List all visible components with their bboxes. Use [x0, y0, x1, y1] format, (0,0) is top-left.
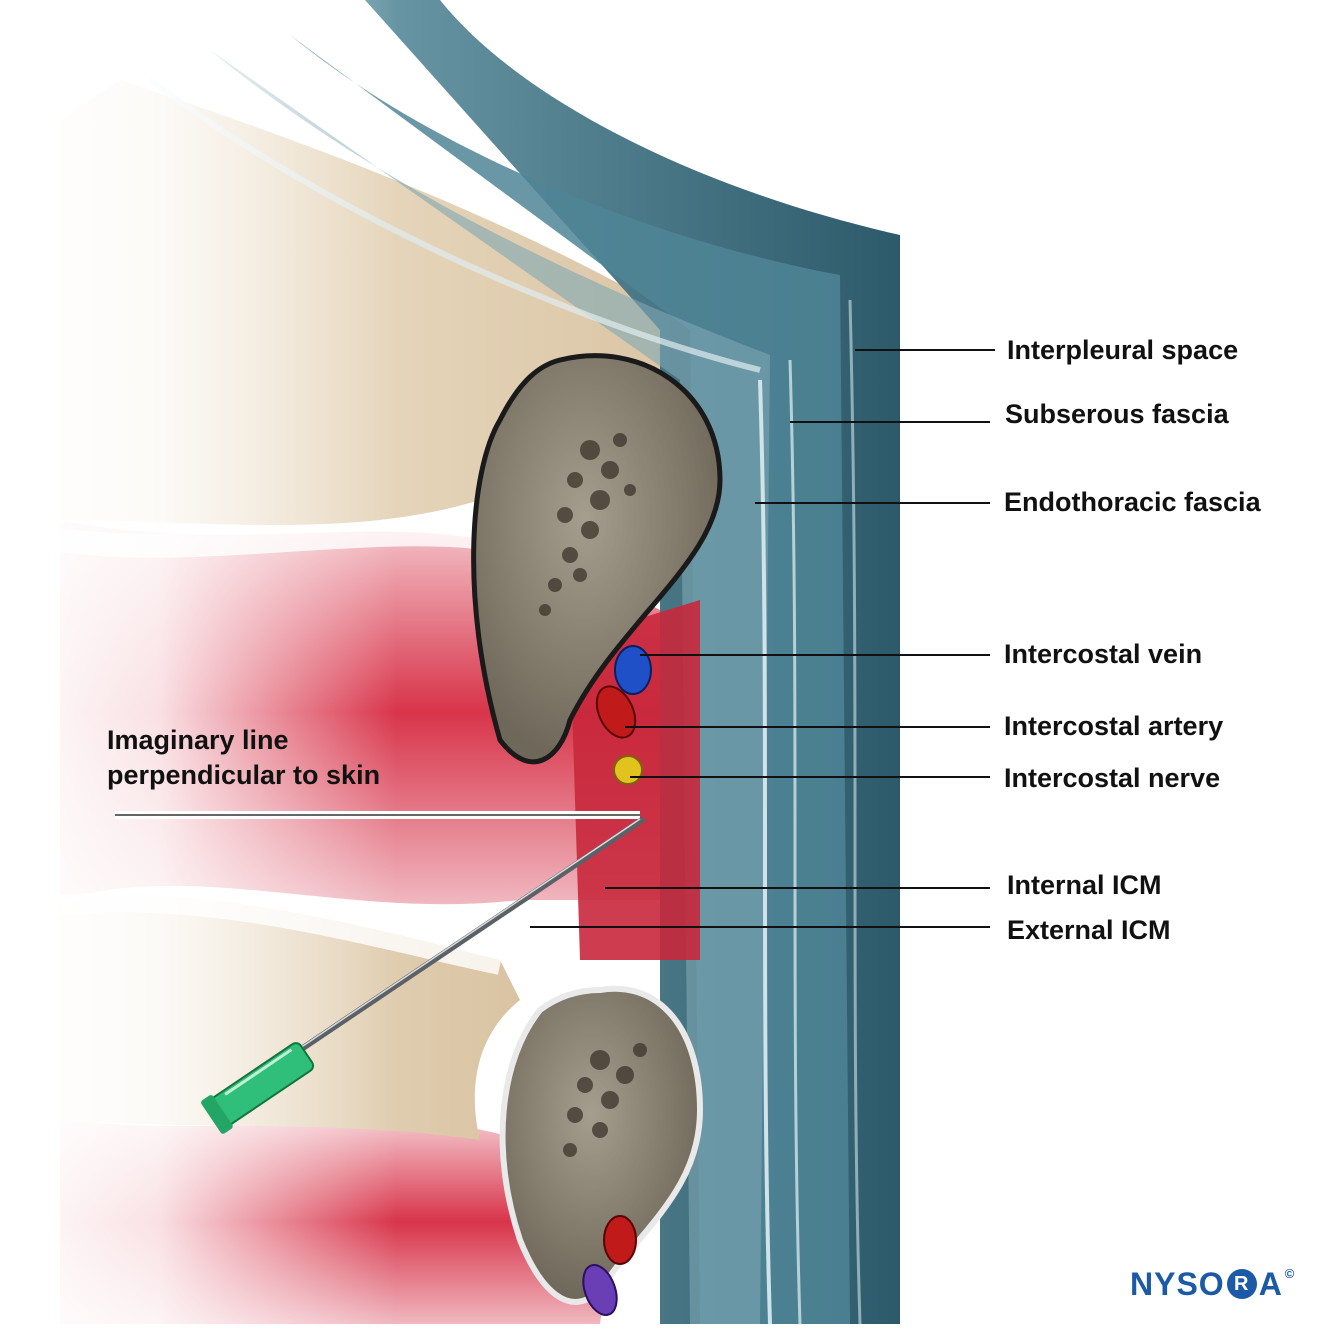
note-line-2: perpendicular to skin [107, 760, 381, 791]
label-intercostal-nerve: Intercostal nerve [1004, 763, 1221, 793]
imaginary-line-note: Imaginary line perpendicular to skin [107, 723, 380, 793]
needle-hub [201, 1042, 315, 1134]
label-external-icm: External ICM [1007, 915, 1171, 945]
label-subserous-fascia: Subserous fascia [1005, 399, 1229, 429]
label-interpleural-space: Interpleural space [1007, 335, 1239, 365]
label-intercostal-vein: Intercostal vein [1004, 639, 1203, 669]
label-intercostal-artery: Intercostal artery [1004, 711, 1224, 741]
logo-prefix: NYSO [1130, 1265, 1225, 1302]
needle-shaft [297, 817, 645, 1053]
logo-copyright: © [1284, 1266, 1296, 1281]
note-line-1: Imaginary line [107, 725, 289, 755]
label-endothoracic-fascia: Endothoracic fascia [1004, 487, 1261, 517]
nysora-logo: NYSO R A © [1130, 1266, 1295, 1302]
label-internal-icm: Internal ICM [1007, 870, 1162, 900]
logo-suffix: A [1258, 1265, 1283, 1302]
needle-shaft-highlight [299, 818, 641, 1049]
logo-ring: R [1226, 1269, 1257, 1299]
